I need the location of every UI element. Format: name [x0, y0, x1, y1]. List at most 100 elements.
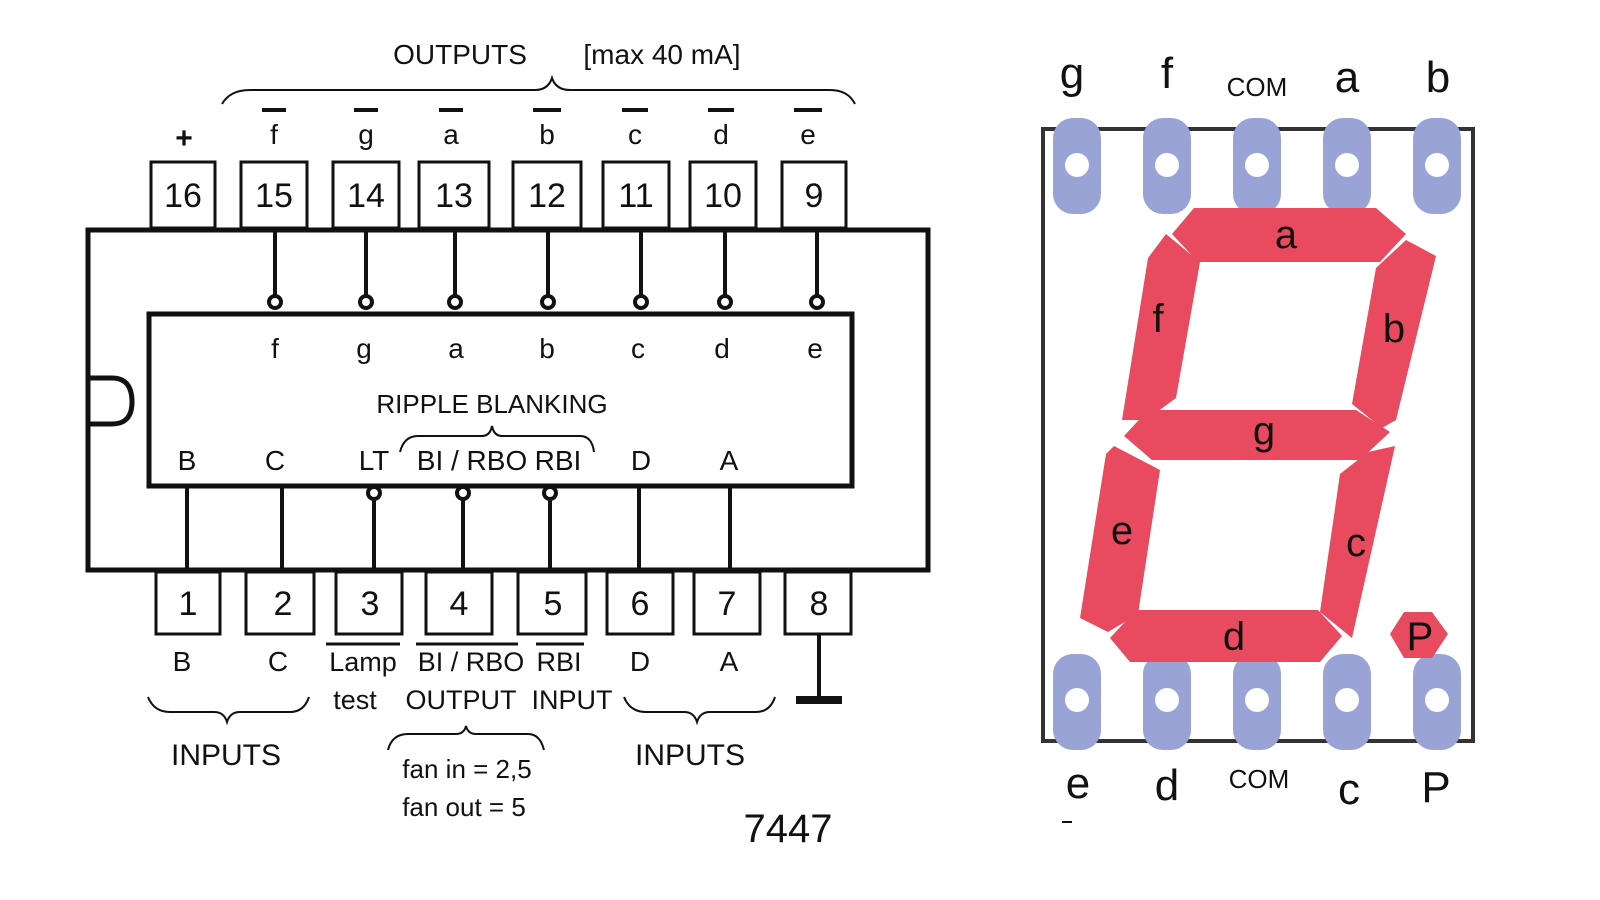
pin-num-14: 14: [347, 177, 385, 215]
decoder-block: [146, 311, 855, 489]
inner-label-f: f: [271, 333, 279, 364]
pin-num-7: 7: [718, 585, 737, 623]
chip-name: 7447: [744, 807, 833, 851]
ripple-blanking-brace: [399, 425, 595, 453]
pin-num-1: 1: [179, 585, 198, 623]
fan-in-label: fan in = 2,5: [402, 754, 531, 784]
top-pin-label-10: d: [713, 119, 729, 150]
segment-label-e: e: [1111, 509, 1133, 553]
top-pin-label-13: a: [443, 119, 459, 150]
pin-3: [334, 570, 404, 636]
inner-label-B: B: [178, 445, 197, 476]
top-pin-label-9: e: [800, 119, 816, 150]
segment-label-b: b: [1383, 307, 1405, 351]
bottom-label-A: A: [720, 646, 739, 677]
segment-label-c: c: [1346, 521, 1366, 565]
outputs-brace: [221, 74, 856, 105]
pin-15: [239, 160, 309, 230]
lamp-test-line2: test: [333, 685, 377, 715]
display-bottom-pin-com: COM: [1229, 764, 1290, 794]
fan-brace: [387, 725, 545, 751]
pin-12: [511, 160, 583, 230]
segment-p: [1390, 612, 1448, 658]
inner-label-LT: LT: [359, 445, 390, 476]
pin-num-10: 10: [704, 177, 742, 215]
display-pin-holes: [1065, 153, 1449, 712]
inputs-right-label: INPUTS: [635, 739, 745, 772]
display-top-pin-a: a: [1335, 53, 1360, 102]
pin-5: [516, 570, 588, 636]
outputs-header: OUTPUTS: [393, 39, 527, 70]
display-bottom-pin-labels: e d COM c P: [1066, 759, 1451, 814]
pin-num-16: 16: [164, 177, 202, 215]
display-top-pin-b: b: [1426, 53, 1450, 102]
inner-label-RBI: RBI: [535, 445, 582, 476]
segment-label-f: f: [1152, 297, 1164, 341]
inner-bottom-labels: B C LT BI / RBO RBI D A: [178, 445, 739, 476]
pin-14: [331, 160, 401, 230]
inner-label-a: a: [448, 333, 464, 364]
inner-top-labels: f g a b c d e: [271, 333, 823, 364]
pin-num-2: 2: [274, 585, 293, 623]
pin-4: [424, 570, 494, 636]
output-label: OUTPUT: [406, 685, 517, 715]
bottom-label-rbi: RBI: [536, 647, 581, 677]
pin-6: [605, 570, 675, 636]
top-pin-label-14: g: [358, 119, 374, 150]
inputs-right-brace: [623, 696, 776, 726]
top-pin-label-16: +: [175, 122, 193, 155]
display-bottom-pin-e: e: [1066, 759, 1090, 808]
segment-b: [1352, 240, 1436, 428]
pin-2: [244, 570, 316, 636]
inner-label-b: b: [539, 333, 555, 364]
segment-e: [1080, 446, 1160, 632]
display-top-pin-f: f: [1161, 49, 1174, 98]
inner-label-A: A: [720, 445, 739, 476]
inner-label-c: c: [631, 333, 645, 364]
pin-num-9: 9: [805, 177, 824, 215]
bottom-label-bi-rbo: BI / RBO: [418, 647, 525, 677]
bottom-pin-labels: B C Lamp BI / RBO RBI D A test OUTPUT IN…: [173, 642, 739, 715]
segment-c: [1320, 446, 1395, 638]
top-pin-numbers: 16 15 14 13 12 11 10 9: [164, 177, 823, 215]
bottom-pin-numbers: 1 2 3 4 5 6 7 8: [179, 585, 829, 623]
pin-num-4: 4: [450, 585, 469, 623]
segment-f: [1122, 234, 1200, 420]
inner-label-D: D: [631, 445, 651, 476]
inner-label-BI-RBO: BI / RBO: [417, 445, 527, 476]
display-bottom-pin-d: d: [1155, 761, 1179, 810]
top-pin-label-12: b: [539, 119, 555, 150]
segment-g: [1124, 410, 1390, 460]
pin-num-8: 8: [810, 585, 829, 623]
top-pins: [149, 160, 848, 230]
bottom-label-lamp: Lamp: [329, 647, 397, 677]
bottom-label-C: C: [268, 646, 288, 677]
chip-notch: [88, 375, 135, 427]
pin-num-13: 13: [435, 177, 473, 215]
segment-label-g: g: [1253, 409, 1275, 453]
segment-label-d: d: [1223, 615, 1245, 659]
segment-label-p: P: [1407, 615, 1434, 659]
input-connections: [185, 485, 732, 570]
inner-label-e: e: [807, 333, 823, 364]
fan-out-label: fan out = 5: [402, 792, 526, 822]
bottom-label-B: B: [173, 646, 192, 677]
pin-num-5: 5: [544, 585, 563, 623]
inner-label-d: d: [714, 333, 730, 364]
bottom-pins: [154, 570, 853, 636]
inner-label-g: g: [356, 333, 372, 364]
pin-num-12: 12: [528, 177, 566, 215]
top-pin-labels: + f g a b c d e: [175, 108, 822, 155]
display-top-pin-g: g: [1060, 49, 1084, 98]
inputs-left-label: INPUTS: [171, 739, 281, 772]
pin-9: [780, 160, 848, 230]
pin-8: [783, 570, 853, 636]
ground-symbol: [796, 634, 842, 704]
pin-7: [692, 570, 762, 636]
inputs-left-brace: [147, 696, 310, 726]
top-pin-label-11: c: [628, 119, 642, 150]
bottom-label-D: D: [630, 646, 650, 677]
ripple-blanking-label: RIPPLE BLANKING: [376, 389, 607, 419]
ic-7447: OUTPUTS [max 40 mA] + f g a b c d e: [85, 39, 931, 851]
segments: [1080, 208, 1448, 662]
